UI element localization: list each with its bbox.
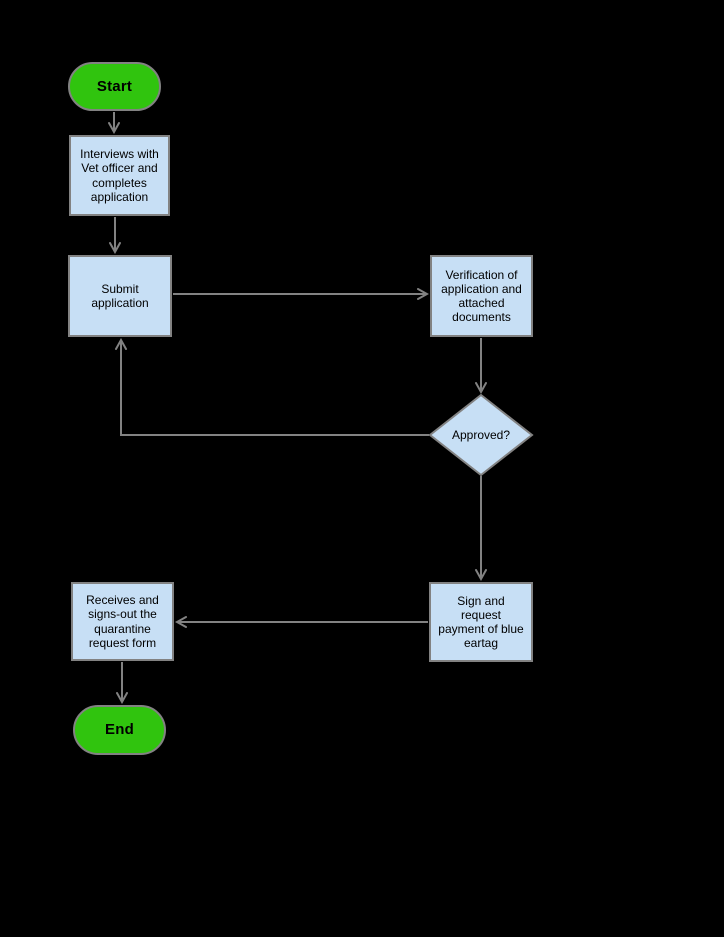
edge-approved-to-submit-loop: [121, 340, 429, 436]
flowchart-node-end: End: [73, 705, 166, 755]
flowchart-node-verification: Verification of application and attached…: [430, 255, 533, 337]
decision-diamond-shape: [428, 393, 534, 477]
end-label: End: [105, 721, 134, 739]
flowchart-node-receive: Receives and signs-out the quarantine re…: [71, 582, 174, 661]
flowchart-node-submit: Submit application: [68, 255, 172, 337]
flowchart-node-interview: Interviews with Vet officer and complete…: [69, 135, 170, 216]
verification-label: Verification of application and attached…: [441, 267, 522, 325]
approved-label: Approved?: [451, 427, 511, 442]
sign-label: Sign and request payment of blue eartag: [438, 593, 524, 651]
flowchart-node-start: Start: [68, 62, 161, 111]
receive-label: Receives and signs-out the quarantine re…: [86, 593, 159, 650]
start-label: Start: [96, 77, 133, 95]
interview-label: Interviews with Vet officer and complete…: [80, 147, 159, 204]
flowchart-node-approved: Approved?: [430, 395, 532, 475]
submit-label: Submit application: [91, 281, 149, 310]
flowchart-node-sign: Sign and request payment of blue eartag: [429, 582, 533, 662]
